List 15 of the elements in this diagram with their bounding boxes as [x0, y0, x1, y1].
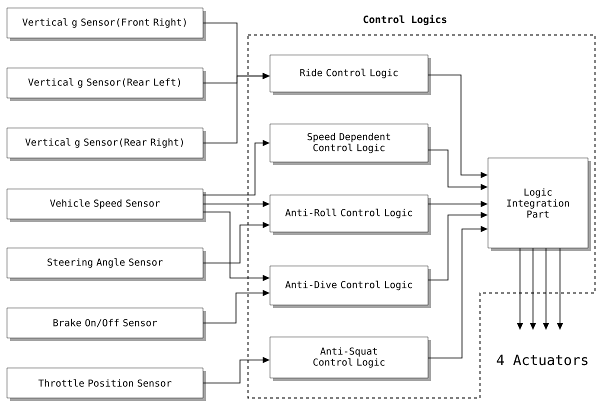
sensor-box: Vertical g Sensor(Rear Right) — [6, 128, 206, 161]
sensor-box: Brake On/Off Sensor — [6, 308, 206, 341]
logic-box: Speed Dependent Control Logic — [270, 124, 431, 165]
logic-box: Logic Integration Part — [488, 158, 591, 251]
logic-box: Anti-Squat Control Logic — [270, 336, 431, 381]
logic-box: Anti-Roll Control Logic — [270, 194, 431, 235]
sensor-box: Vertical g Sensor(Rear Left) — [6, 68, 206, 101]
group-title: Control Logics — [364, 14, 446, 26]
sensor-box: Vertical g Sensor(Front Right) — [6, 8, 206, 41]
sensor-box: Vehicle Speed Sensor — [6, 188, 206, 222]
sensor-box: Throttle Position Sensor — [6, 368, 206, 401]
sensor-box: Steering Angle Sensor — [6, 248, 206, 281]
logic-box: Ride Control Logic — [270, 54, 431, 95]
output-label: 4 Actuators — [496, 354, 588, 366]
logic-box: Anti-Dive Control Logic — [270, 266, 431, 308]
